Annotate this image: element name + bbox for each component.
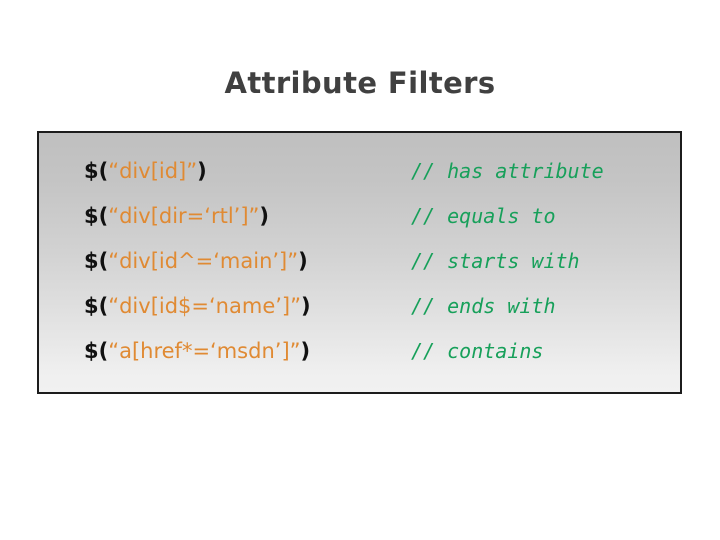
page-title: Attribute Filters: [224, 66, 496, 100]
code-string: “div[id]”: [108, 159, 198, 183]
code-prefix: $(: [84, 249, 109, 273]
code-string: “a[href*=‘msdn’]”: [108, 339, 301, 363]
code-suffix: ): [197, 159, 207, 183]
code-suffix: ): [298, 249, 308, 273]
code-row: $(“div[id^=‘main’]”) // starts with: [39, 251, 680, 296]
code-panel: $(“div[id]”) // has attribute $(“div[dir…: [37, 131, 682, 394]
code-prefix: $(: [84, 159, 109, 183]
code-suffix: ): [300, 339, 311, 363]
code-row: $(“div[id$=‘name’]”) // ends with: [39, 296, 680, 341]
code-prefix: $(: [84, 204, 109, 228]
code-suffix: ): [259, 204, 270, 228]
code-comment: // ends with: [411, 294, 556, 318]
code-comment: // starts with: [411, 249, 580, 273]
code-expression: $(“div[id^=‘main’]”): [84, 251, 411, 272]
code-string: “div[dir=‘rtl’]”: [108, 204, 260, 228]
code-comment: // contains: [411, 339, 544, 363]
code-expression: $(“div[dir=‘rtl’]”): [84, 206, 411, 227]
code-comment: // equals to: [411, 204, 556, 228]
code-row: $(“div[dir=‘rtl’]”) // equals to: [39, 206, 680, 251]
code-suffix: ): [300, 294, 311, 318]
code-row: $(“a[href*=‘msdn’]”) // contains: [39, 341, 680, 386]
code-expression: $(“div[id]”): [84, 161, 411, 182]
code-comment: // has attribute: [411, 159, 604, 183]
code-string: “div[id^=‘main’]”: [108, 249, 299, 273]
code-expression: $(“div[id$=‘name’]”): [84, 296, 411, 317]
code-prefix: $(: [84, 294, 109, 318]
code-string: “div[id$=‘name’]”: [108, 294, 301, 318]
code-row: $(“div[id]”) // has attribute: [39, 161, 680, 206]
code-prefix: $(: [84, 339, 109, 363]
code-expression: $(“a[href*=‘msdn’]”): [84, 341, 411, 362]
